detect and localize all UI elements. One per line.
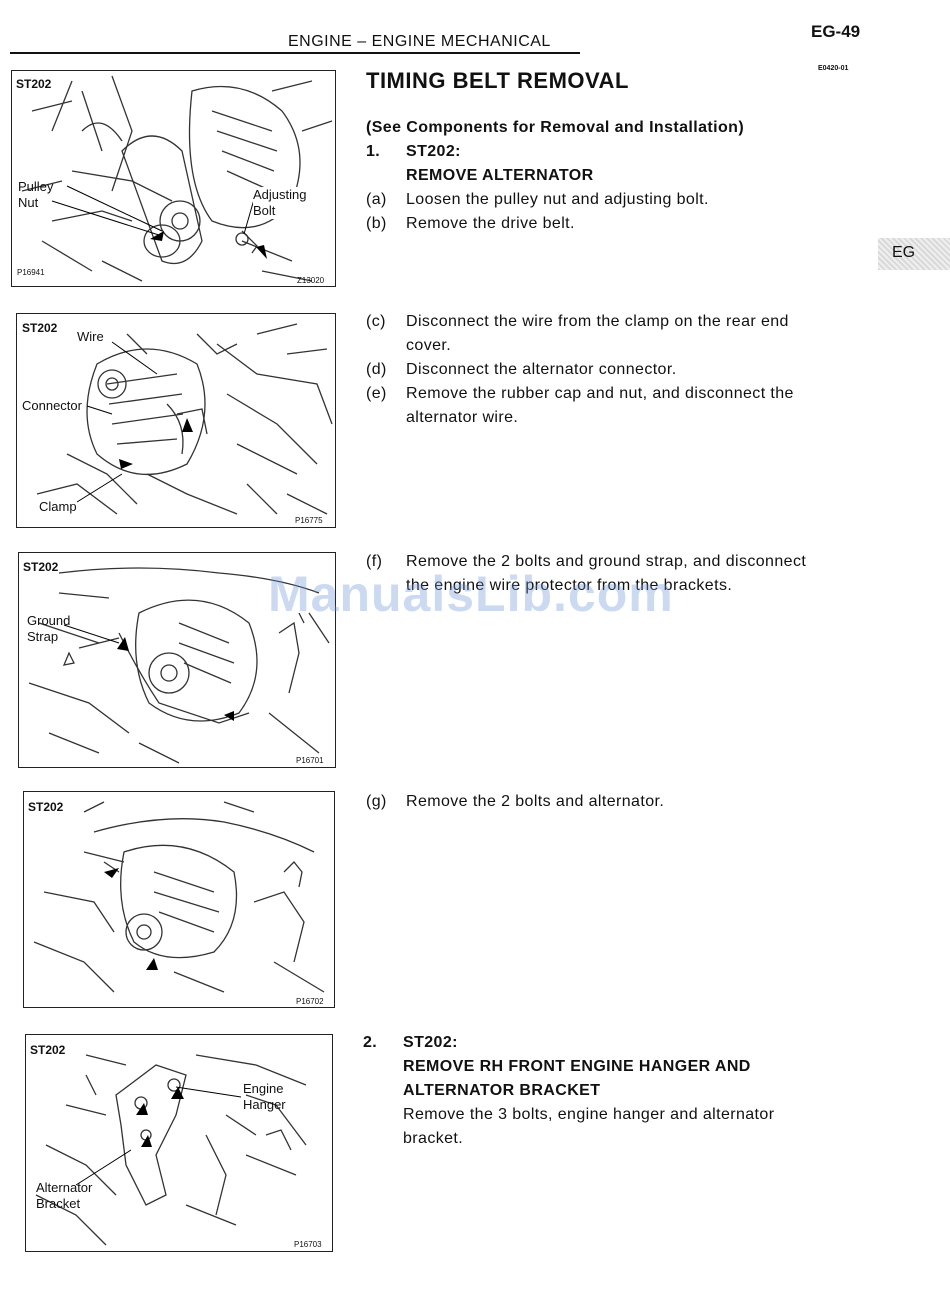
- step-text-cont: bracket.: [403, 1130, 464, 1147]
- step-text: Remove the 3 bolts, engine hanger and al…: [403, 1106, 775, 1123]
- substep-text: Remove the 2 bolts and ground strap, and…: [406, 553, 807, 570]
- figure-model: ST202: [16, 77, 52, 91]
- substep-text-cont: cover.: [406, 337, 452, 354]
- doc-code: E0420-01: [818, 65, 849, 72]
- figure-2: ST202 Wire Connector Clamp P16775: [16, 313, 336, 528]
- step-action: REMOVE RH FRONT ENGINE HANGER AND: [403, 1058, 751, 1075]
- figure-4: ST202 P16702: [23, 791, 335, 1008]
- substep-tag: (g): [366, 793, 387, 810]
- step-model: ST202:: [403, 1034, 458, 1051]
- header-rule: [10, 52, 580, 54]
- intro-text: (See Components for Removal and Installa…: [366, 119, 745, 136]
- substep-text: Disconnect the alternator connector.: [406, 361, 677, 378]
- engine-illustration: [35, 1054, 307, 1246]
- label-connector: Connector: [22, 398, 82, 413]
- substep-tag: (f): [366, 553, 383, 570]
- engine-illustration: [21, 75, 333, 282]
- step-f: (f) Remove the 2 bolts and ground strap, …: [366, 550, 871, 598]
- step-action: REMOVE ALTERNATOR: [406, 167, 594, 184]
- step-action-cont: ALTERNATOR BRACKET: [403, 1082, 601, 1099]
- substep-tag: (b): [366, 215, 387, 232]
- step-number: 1.: [366, 143, 381, 160]
- substep-text: Disconnect the wire from the clamp on th…: [406, 313, 789, 330]
- figure-model: ST202: [22, 321, 58, 335]
- label-clamp: Clamp: [39, 499, 77, 514]
- figure-code: Z13020: [297, 276, 325, 285]
- substep-text: Remove the rubber cap and nut, and disco…: [406, 385, 794, 402]
- engine-illustration: [28, 567, 330, 764]
- watermark: ManualsLib.com: [268, 566, 674, 622]
- engine-illustration: [36, 323, 333, 515]
- substep-text-cont: the engine wire protector from the brack…: [406, 577, 733, 594]
- label-wire: Wire: [77, 329, 104, 344]
- substep-text: Remove the drive belt.: [406, 215, 575, 232]
- step-g: (g) Remove the 2 bolts and alternator.: [366, 790, 664, 814]
- figure-code: P16703: [294, 1240, 322, 1249]
- figure-code: P16941: [17, 268, 45, 277]
- substep-tag: (c): [366, 313, 386, 330]
- figure-model: ST202: [28, 800, 64, 814]
- substep-tag: (a): [366, 191, 387, 208]
- header-title: ENGINE – ENGINE MECHANICAL: [288, 33, 551, 50]
- step-model: ST202:: [406, 143, 461, 160]
- substep-text-cont: alternator wire.: [406, 409, 519, 426]
- step-1: 1. ST202: REMOVE ALTERNATOR (a) Loosen the…: [366, 140, 709, 236]
- figure-code: P16702: [296, 997, 324, 1006]
- figure-code: P16775: [295, 516, 323, 525]
- page-number: EG-49: [811, 22, 861, 41]
- figure-model: ST202: [30, 1043, 66, 1057]
- section-tab: EG: [878, 238, 950, 270]
- step-number: 2.: [363, 1034, 378, 1051]
- figure-code: P16701: [296, 756, 324, 765]
- section-title: TIMING BELT REMOVAL: [366, 68, 629, 93]
- substep-tag: (e): [366, 385, 387, 402]
- engine-illustration: [33, 801, 325, 993]
- step-2: 2. ST202: REMOVE RH FRONT ENGINE HANGER A…: [363, 1031, 868, 1151]
- step-c-e: (c) Disconnect the wire from the clamp on…: [366, 310, 871, 430]
- figure-model: ST202: [23, 560, 59, 574]
- substep-text: Loosen the pulley nut and adjusting bolt…: [406, 191, 709, 208]
- substep-tag: (d): [366, 361, 387, 378]
- substep-text: Remove the 2 bolts and alternator.: [406, 793, 665, 810]
